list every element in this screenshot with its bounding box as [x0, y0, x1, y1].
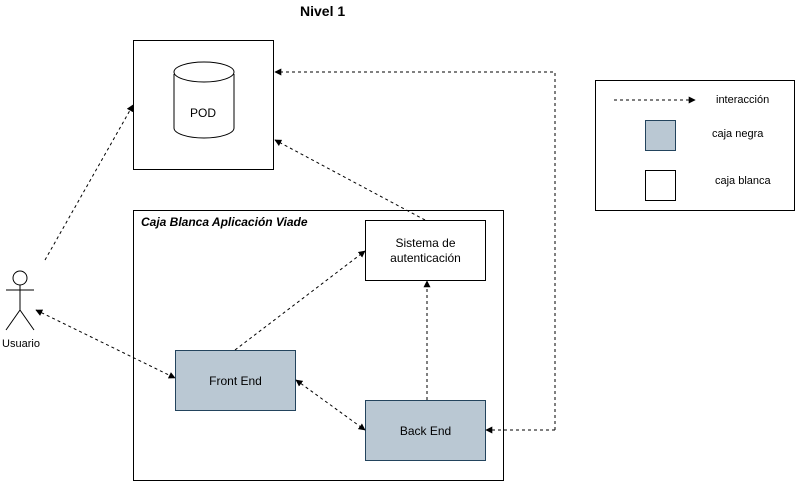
actor-label: Usuario [2, 338, 40, 350]
edge-frontend-to-auth[interactable] [234, 250, 366, 351]
diagram-title: Nivel 1 [300, 3, 346, 19]
edge-pod-backend[interactable] [274, 68, 556, 430]
legend-interaction-label: interacción [716, 94, 770, 106]
legend-black-box-label: caja negra [712, 128, 764, 140]
edge-auth-to-pod[interactable] [274, 139, 426, 221]
auth-system-label: Sistema de autenticación [390, 235, 461, 265]
front-end-label: Front End [209, 373, 262, 388]
legend-white-box-swatch [645, 170, 676, 201]
front-end-box[interactable]: Front End [175, 350, 296, 411]
pod-label: POD [190, 106, 216, 120]
legend-black-box-swatch [645, 120, 676, 151]
back-end-box[interactable]: Back End [365, 400, 486, 461]
edge-user-frontend[interactable] [35, 309, 176, 379]
user-actor-icon [5, 270, 35, 331]
legend-white-box-label: caja blanca [715, 175, 771, 187]
edge-user-to-pod[interactable] [44, 104, 134, 261]
edge-frontend-backend[interactable] [295, 379, 366, 431]
back-end-label: Back End [399, 423, 452, 438]
container-title: Caja Blanca Aplicación Viade [141, 215, 308, 229]
database-icon [173, 61, 235, 139]
